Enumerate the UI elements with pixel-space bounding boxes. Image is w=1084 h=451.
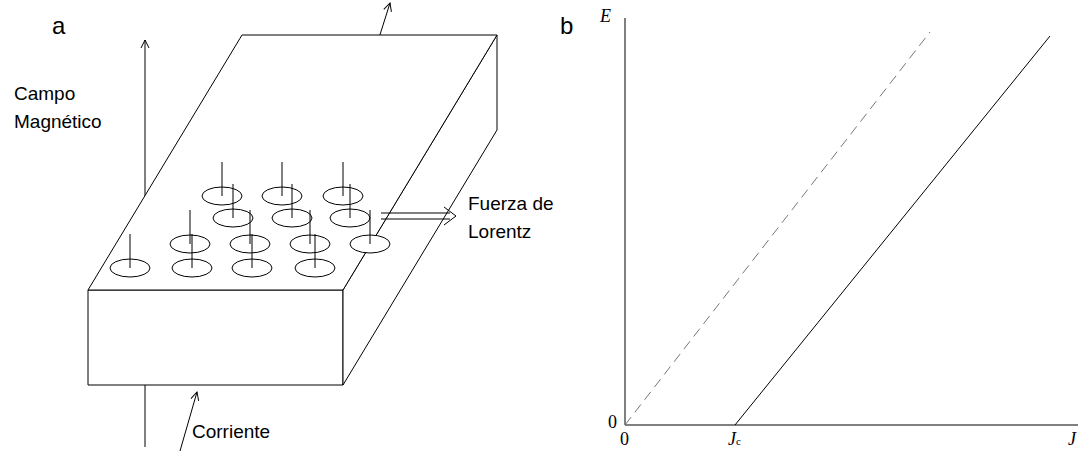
flux-line (315, 234, 316, 268)
panel-letter: a (52, 12, 65, 40)
flux-line (222, 162, 223, 196)
axis-label: E (600, 6, 611, 26)
lorentz-arrow (381, 207, 456, 225)
flux-line (343, 162, 344, 196)
flux-line (292, 184, 293, 218)
flux-line (252, 234, 253, 268)
vortex-lattice (110, 162, 390, 277)
force-label: Fuerza de Lorentz (468, 190, 568, 246)
flux-line (250, 210, 251, 244)
panel-letter: b (560, 12, 573, 40)
flux-line (130, 234, 131, 268)
current-label: Corriente (192, 418, 270, 446)
origin-label: 0 (620, 429, 629, 449)
flux-line (190, 210, 191, 244)
origin-label: 0 (608, 412, 617, 432)
superconductor-slab (88, 35, 497, 385)
axis-label: J (1068, 429, 1076, 449)
flux-line (310, 210, 311, 244)
ej-graph (625, 18, 1078, 425)
critical-current-label: Jc (728, 429, 741, 451)
flux-line (370, 210, 371, 244)
flux-line (282, 162, 283, 196)
flux-line (350, 184, 351, 218)
field-label: Campo Magnético (14, 80, 114, 136)
flux-line (233, 184, 234, 218)
flux-line (192, 234, 193, 268)
